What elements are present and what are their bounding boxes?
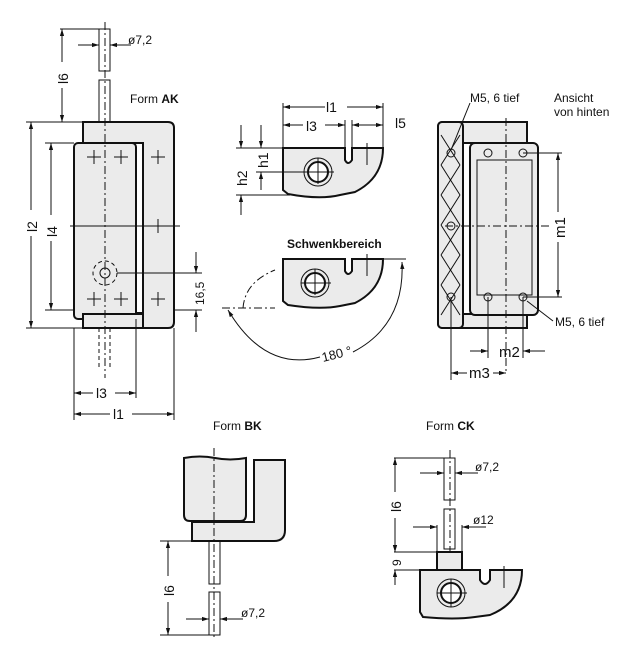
ck-knuckle <box>419 569 524 620</box>
dim-rear-m1: m1 <box>552 217 569 238</box>
dim-ak-diameter: ø7,2 <box>128 33 152 47</box>
form-ck-view: Form CK ø7,2 ø12 l6 9 <box>387 419 524 620</box>
dim-side-l3: l3 <box>306 118 317 134</box>
rear-thread-bottom-label: M5, 6 tief <box>555 315 605 329</box>
form-bk-title: Form BK <box>213 419 262 433</box>
dim-ak-l6: l6 <box>55 73 71 84</box>
mounting-hole-marks <box>70 150 180 306</box>
ck-collar <box>436 551 463 571</box>
dim-rear-m3: m3 <box>469 365 490 382</box>
form-ak-title: Form AK <box>130 92 179 106</box>
dim-ak-l2: l2 <box>24 221 40 232</box>
hinge-knuckle-swivel <box>282 258 385 309</box>
rear-recess <box>476 159 533 296</box>
hinge-base <box>82 313 144 329</box>
form-ck-title: Form CK <box>426 419 475 433</box>
dim-bk-l6: l6 <box>161 585 177 596</box>
dim-ak-l4: l4 <box>44 226 60 237</box>
dim-ck-diameter-12: ø12 <box>473 513 494 527</box>
dim-ck-diameter-7-2: ø7,2 <box>475 460 499 474</box>
dim-ck-l6: l6 <box>388 501 404 512</box>
rear-view: M5, 6 tief M5, 6 tief Ansicht von hinten… <box>437 91 609 382</box>
rear-title-line1: Ansicht <box>554 91 594 105</box>
dim-side-h1: h1 <box>255 152 271 168</box>
bk-plate <box>183 455 247 522</box>
dim-ck-9: 9 <box>390 559 404 566</box>
pin-hidden-lower <box>98 328 111 370</box>
rear-thread-top-label: M5, 6 tief <box>470 91 520 105</box>
swivel-range-view: Schwenkbereich 180 ° <box>222 237 406 365</box>
rear-title-line2: von hinten <box>554 105 609 119</box>
dim-side-l5: l5 <box>395 115 406 131</box>
dim-ak-l1: l1 <box>113 406 124 422</box>
bk-leaf <box>191 459 286 542</box>
dim-ak-l3: l3 <box>96 385 107 401</box>
swivel-title: Schwenkbereich <box>287 237 382 251</box>
form-ak-view: Form AK ø7,2 l6 l2 l4 16,5 l3 l1 <box>23 22 207 423</box>
dim-rear-m2: m2 <box>499 344 520 361</box>
form-bk-view: Form BK l6 ø7,2 <box>160 419 286 640</box>
swivel-angle: 180 ° <box>320 343 353 365</box>
rear-plate <box>469 142 539 316</box>
hinge-knuckle-side <box>282 147 385 199</box>
dim-ak-16-5: 16,5 <box>193 281 207 305</box>
dim-side-h2: h2 <box>234 170 250 186</box>
dim-side-l1: l1 <box>326 99 337 115</box>
dim-bk-diameter: ø7,2 <box>241 606 265 620</box>
side-view: l1 l3 l5 h1 h2 <box>234 98 406 215</box>
